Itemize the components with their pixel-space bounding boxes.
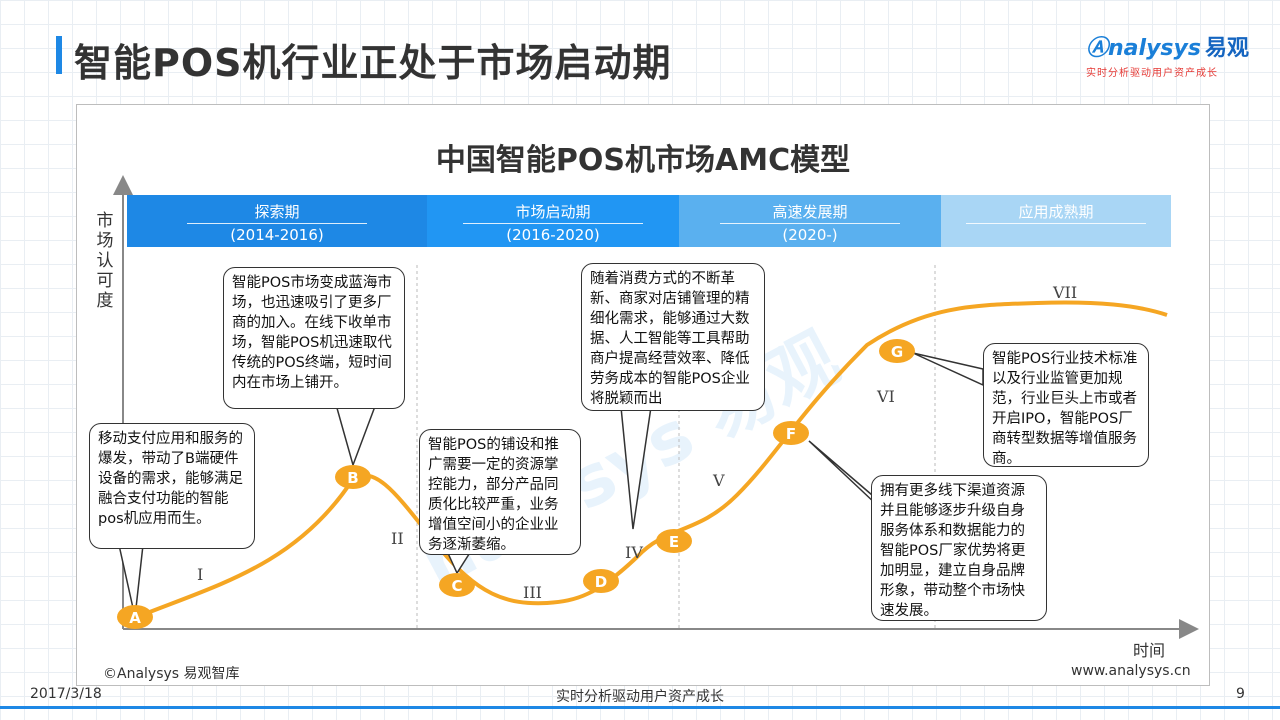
phase-market-launch: 市场启动期 (2016-2020) [427, 195, 679, 247]
stage-label-VI: VI [877, 387, 895, 406]
phase-years: (2020-) [782, 226, 838, 244]
phase-exploration: 探索期 (2014-2016) [127, 195, 427, 247]
title-accent-bar [56, 36, 62, 74]
callout-pointer-B [334, 400, 379, 468]
y-axis-label: 市场认可度 [96, 211, 114, 311]
point-label-D: D [595, 573, 607, 591]
callout-pointer-F [808, 440, 878, 506]
callout-A: 移动支付应用和服务的爆发，带动了B端硬件设备的需求，能够满足融合支付功能的智能p… [89, 423, 255, 549]
curve-point-B [335, 465, 371, 489]
callout-pointer-E [620, 406, 652, 530]
stage-label-I: I [197, 565, 204, 584]
point-label-F: F [786, 425, 796, 443]
curve-point-E [656, 529, 692, 553]
phase-name: 探索期 [187, 201, 367, 224]
callout-G: 智能POS行业技术标准以及行业监管更加规范，行业巨头上市或者开启IPO，智能PO… [983, 343, 1149, 467]
logo-mark-icon: Ⓐ [1086, 36, 1109, 61]
curve-point-G [879, 339, 915, 363]
page-title: 智能POS机行业正处于市场启动期 [74, 41, 672, 85]
diagram-frame: 中国智能POS机市场AMC模型 nalysys 易观 探索期 (2014-201… [76, 104, 1210, 686]
chart-title: 中国智能POS机市场AMC模型 [435, 143, 851, 178]
slide-date: 2017/3/18 [30, 686, 102, 702]
logo-brand: nalysys [1108, 36, 1201, 61]
copyright-text: ©Analysys 易观智库 [103, 666, 240, 682]
bottom-accent-line [0, 706, 1280, 709]
callout-E: 随着消费方式的不断革新、商家对店铺管理的精细化需求，能够通过大数据、人工智能等工… [581, 263, 765, 411]
curve-point-C [439, 573, 475, 597]
point-label-B: B [347, 469, 358, 487]
footer-slogan: 实时分析驱动用户资产成长 [556, 689, 724, 705]
curve-point-F [773, 421, 809, 445]
stage-label-VII: VII [1053, 283, 1078, 302]
logo-tagline: 实时分析驱动用户资产成长 [1086, 68, 1218, 79]
amc-diagram: A B C D E F G [113, 175, 1199, 639]
phase-years: (2014-2016) [230, 226, 324, 244]
point-label-C: C [451, 577, 462, 595]
logo-brand-cn: 易观 [1204, 36, 1249, 61]
phase-high-growth: 高速发展期 (2020-) [679, 195, 941, 247]
callout-C: 智能POS的铺设和推广需要一定的资源掌控能力，部分产品同质化比较严重，业务增值空… [419, 429, 581, 555]
callout-pointer-G [912, 352, 984, 387]
callout-B: 智能POS市场变成蓝海市场，也迅速吸引了更多厂商的加入。在线下收单市场，智能PO… [223, 267, 405, 409]
curve-point-A [117, 605, 153, 629]
callout-F: 拥有更多线下渠道资源并且能够逐步升级自身服务体系和数据能力的智能POS厂家优势将… [871, 475, 1047, 621]
stage-label-IV: IV [625, 543, 643, 562]
stage-label-III: III [523, 583, 542, 602]
phase-name: 高速发展期 [720, 201, 900, 224]
stage-label-II: II [391, 529, 404, 548]
stage-label-V: V [713, 471, 725, 490]
phase-name: 应用成熟期 [966, 201, 1146, 224]
curve-point-D [583, 569, 619, 593]
phase-years: (2016-2020) [506, 226, 600, 244]
x-axis-label: 时间 [1133, 641, 1166, 660]
phase-mature: 应用成熟期 [941, 195, 1171, 247]
website-link[interactable]: www.analysys.cn [1071, 663, 1191, 679]
phase-name: 市场启动期 [463, 201, 643, 224]
point-label-E: E [669, 533, 679, 551]
page-number: 9 [1236, 686, 1245, 702]
point-label-G: G [891, 343, 903, 361]
point-label-A: A [129, 609, 141, 627]
